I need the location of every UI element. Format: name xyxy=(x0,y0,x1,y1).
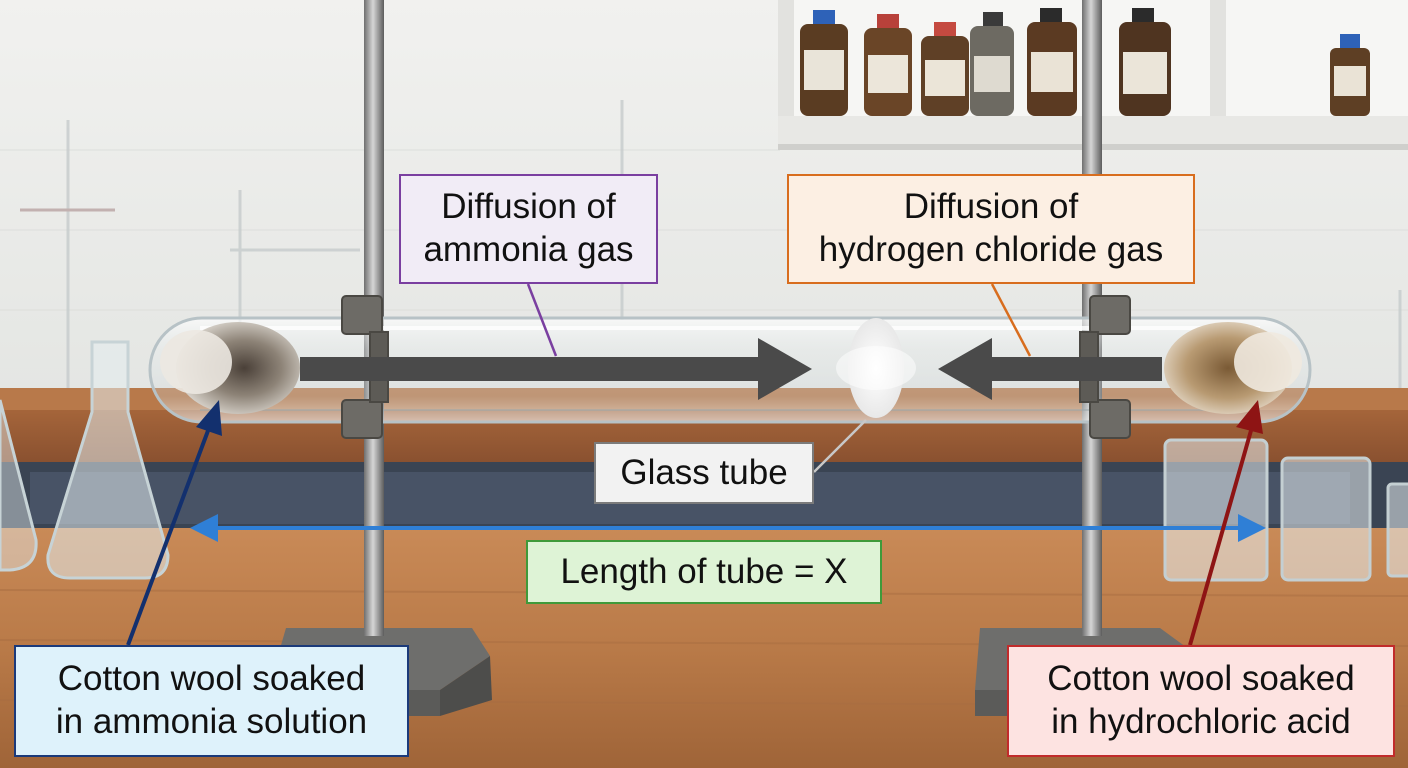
ammonia-diffusion-arrow-head xyxy=(758,338,812,400)
hcl-gas-pointer xyxy=(990,283,1032,357)
glass-tube-label: Glass tube xyxy=(594,442,814,504)
diffusion-arrows xyxy=(300,338,1162,400)
hcl-cotton-label-line-2: in hydrochloric acid xyxy=(1051,702,1351,741)
conical-flask-left xyxy=(46,340,170,580)
flask-edge-left xyxy=(0,399,38,572)
hcl-cotton-pointer xyxy=(1188,400,1263,646)
ammonia-diffusion-arrow-shaft xyxy=(300,357,770,381)
ammonia-gas-label-line-2: ammonia gas xyxy=(423,230,634,269)
beakers-right xyxy=(1163,438,1408,582)
ammonia-cotton-label: Cotton wool soaked in ammonia solution xyxy=(14,645,409,757)
glass-tube-label-text: Glass tube xyxy=(620,452,788,492)
hcl-diffusion-arrow-shaft xyxy=(978,357,1162,381)
hcl-diffusion-arrow-head xyxy=(938,338,992,400)
ammonium-chloride-ring xyxy=(836,318,916,418)
ammonia-gas-diffusion-label: Diffusion of ammonia gas xyxy=(399,174,658,284)
ammonia-cotton-pointer xyxy=(126,400,222,646)
clamp-right xyxy=(1079,295,1131,439)
hcl-cotton-label-line-1: Cotton wool soaked xyxy=(1047,659,1355,699)
ammonia-cotton-label-line-1: Cotton wool soaked xyxy=(57,659,366,699)
glass-tube-pointer xyxy=(813,419,867,473)
cotton-wool-ammonia xyxy=(160,322,300,414)
ammonia-cotton-label-line-2: in ammonia solution xyxy=(55,702,368,741)
hcl-gas-diffusion-label: Diffusion of hydrogen chloride gas xyxy=(787,174,1195,284)
hcl-gas-label-line-1: Diffusion of xyxy=(903,187,1079,227)
background-glassware xyxy=(20,100,1402,400)
reagent-bottles xyxy=(800,8,1370,116)
cotton-wool-hcl xyxy=(1164,322,1302,414)
tube-length-label-text: Length of tube = X xyxy=(560,551,848,591)
hcl-cotton-label: Cotton wool soaked in hydrochloric acid xyxy=(1007,645,1395,757)
hcl-gas-label-line-2: hydrogen chloride gas xyxy=(818,230,1164,269)
ammonia-gas-pointer xyxy=(526,283,558,357)
ammonia-gas-label-line-1: Diffusion of xyxy=(441,187,616,227)
tube-length-arrow xyxy=(190,514,1266,542)
tube-length-label: Length of tube = X xyxy=(526,540,882,604)
